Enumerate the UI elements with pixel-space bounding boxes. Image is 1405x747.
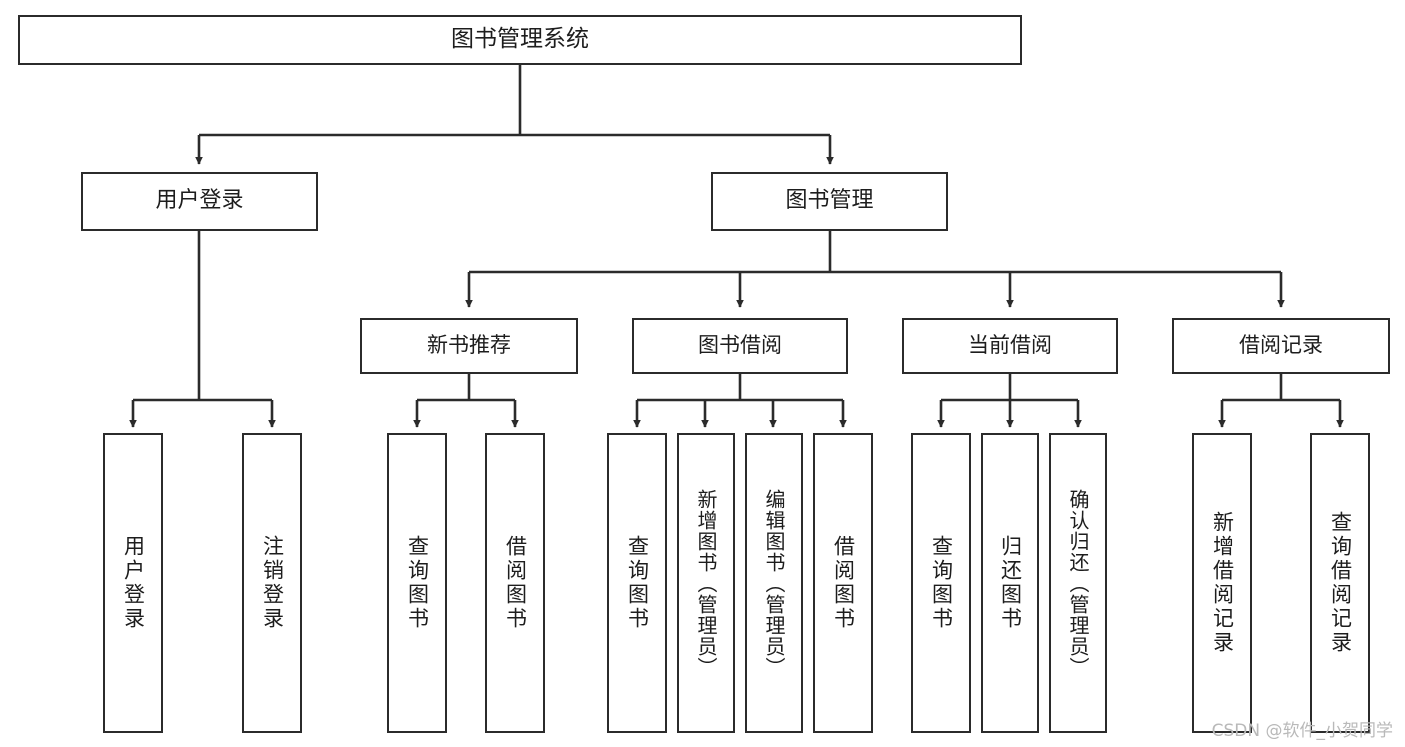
leaf-label: 归还图书 <box>998 535 1023 631</box>
leaf-query-book-rec[interactable]: 查询图书 <box>387 433 447 733</box>
leaf-query-book-borrow[interactable]: 查询图书 <box>607 433 667 733</box>
leaf-edit-book-admin[interactable]: 编辑图书（管理员） <box>745 433 803 733</box>
leaf-logout[interactable]: 注销登录 <box>242 433 302 733</box>
node-label: 新书推荐 <box>427 333 511 358</box>
node-root-label: 图书管理系统 <box>451 26 589 53</box>
node-label: 当前借阅 <box>968 333 1052 358</box>
leaf-query-borrow-record[interactable]: 查询借阅记录 <box>1310 433 1370 733</box>
node-current-borrow[interactable]: 当前借阅 <box>902 318 1118 374</box>
leaf-label: 新增图书（管理员） <box>694 488 718 678</box>
leaf-label: 编辑图书（管理员） <box>762 488 786 678</box>
leaf-add-book-admin[interactable]: 新增图书（管理员） <box>677 433 735 733</box>
leaf-borrow-book[interactable]: 借阅图书 <box>813 433 873 733</box>
leaf-label: 查询图书 <box>929 535 954 631</box>
leaf-label: 新增借阅记录 <box>1210 511 1235 655</box>
leaf-user-login[interactable]: 用户登录 <box>103 433 163 733</box>
leaf-query-book-current[interactable]: 查询图书 <box>911 433 971 733</box>
node-label: 借阅记录 <box>1239 333 1323 358</box>
node-book-borrow[interactable]: 图书借阅 <box>632 318 848 374</box>
leaf-label: 查询图书 <box>405 535 430 631</box>
node-book-management[interactable]: 图书管理 <box>711 172 948 231</box>
node-borrow-record[interactable]: 借阅记录 <box>1172 318 1390 374</box>
leaf-label: 查询图书 <box>625 535 650 631</box>
leaf-label: 查询借阅记录 <box>1328 511 1353 655</box>
leaf-borrow-book-rec[interactable]: 借阅图书 <box>485 433 545 733</box>
node-label: 用户登录 <box>155 188 244 214</box>
leaf-label: 借阅图书 <box>503 535 528 631</box>
csdn-watermark: CSDN @软件_小贺同学 <box>1211 721 1393 741</box>
node-label: 图书管理 <box>785 188 874 214</box>
leaf-label: 用户登录 <box>121 535 146 631</box>
node-root[interactable]: 图书管理系统 <box>18 15 1022 65</box>
leaf-label: 借阅图书 <box>831 535 856 631</box>
leaf-confirm-return-admin[interactable]: 确认归还（管理员） <box>1049 433 1107 733</box>
leaf-return-book[interactable]: 归还图书 <box>981 433 1039 733</box>
node-label: 图书借阅 <box>698 333 782 358</box>
leaf-label: 注销登录 <box>260 535 285 631</box>
leaf-label: 确认归还（管理员） <box>1066 488 1090 678</box>
node-user-login[interactable]: 用户登录 <box>81 172 318 231</box>
node-new-book-recommend[interactable]: 新书推荐 <box>360 318 578 374</box>
leaf-add-borrow-record[interactable]: 新增借阅记录 <box>1192 433 1252 733</box>
